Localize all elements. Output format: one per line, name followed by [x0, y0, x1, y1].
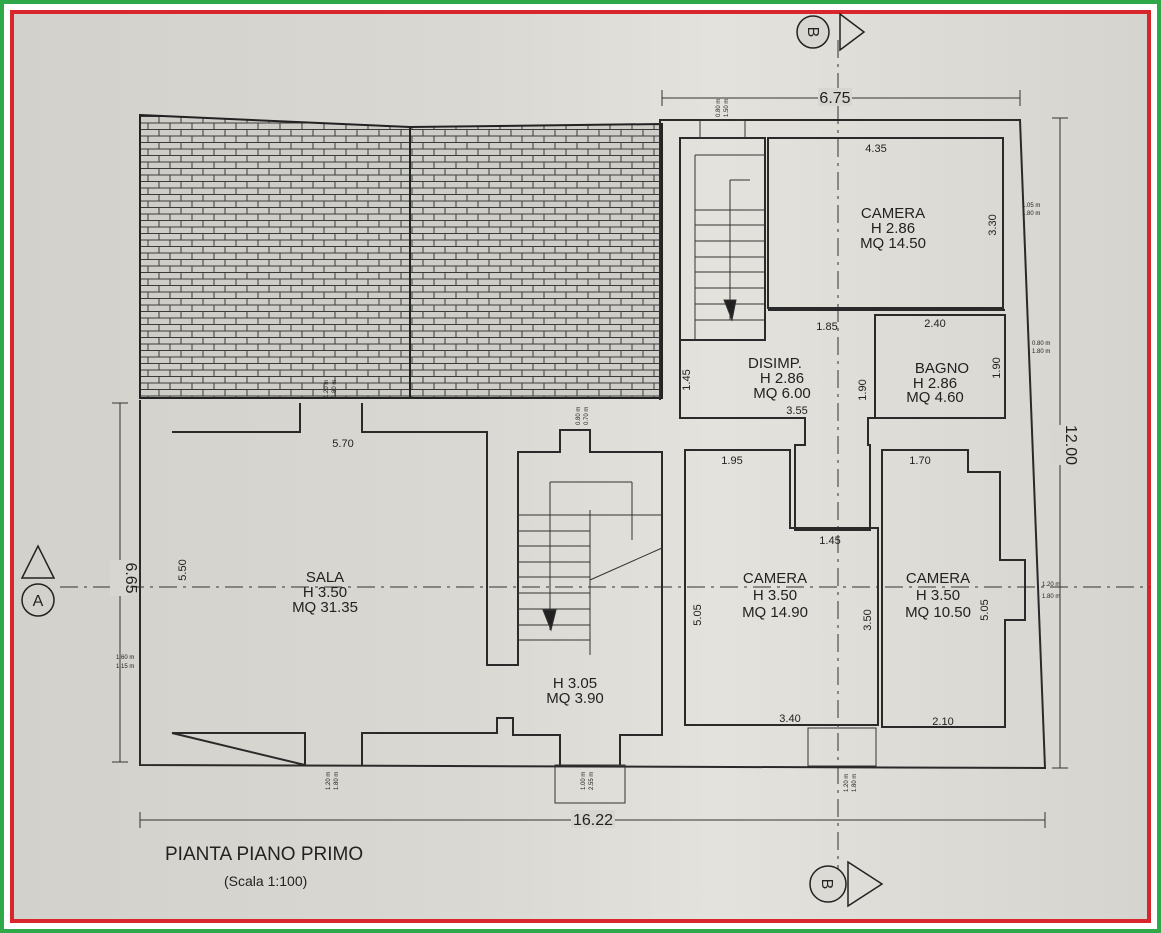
- svg-text:1.80 m: 1.80 m: [852, 774, 858, 792]
- dim-width-2: 3.40: [779, 713, 800, 725]
- room-height: H 2.86: [871, 220, 915, 237]
- room-area: MQ 14.50: [860, 235, 926, 252]
- dim-overall-left: 6.65: [122, 562, 139, 593]
- plan-scale: (Scala 1:100): [224, 873, 307, 889]
- dim-depth: 5.05: [692, 604, 704, 625]
- section-marker-b-bottom: B: [809, 860, 884, 908]
- svg-text:B: B: [818, 879, 835, 890]
- room-area: MQ 31.35: [292, 599, 358, 616]
- room-camera-left: CAMERA H 3.50 MQ 14.90 1.95 3.40 5.05 1.…: [692, 455, 841, 725]
- wall-camera-right: [881, 449, 1026, 728]
- dim-width: 4.35: [865, 143, 886, 155]
- stair-top: [694, 154, 765, 340]
- dim-depth: 5.50: [177, 559, 189, 580]
- dim-overall-right: 12.00: [1062, 425, 1079, 465]
- dim-overall-top: 6.75: [819, 90, 850, 107]
- room-height: H 3.50: [303, 584, 347, 601]
- dim-depth: 1.45: [681, 369, 693, 390]
- wall-disimp: [679, 309, 1006, 531]
- room-name: CAMERA: [861, 205, 925, 222]
- room-height: H 2.86: [760, 370, 804, 387]
- window-labels: 0.80 m 1.50 m 1.05 m 1.80 m 0.80 m 1.80 …: [116, 99, 1060, 792]
- section-marker-b-top: B: [796, 12, 866, 52]
- dim-width: 5.70: [332, 438, 353, 450]
- dim-width: 1.70: [909, 455, 930, 467]
- svg-text:1.80 m: 1.80 m: [1032, 349, 1050, 355]
- dim-depth-2: 3.50: [862, 609, 874, 630]
- dim-depth-2: 1.90: [991, 357, 1003, 378]
- room-name: BAGNO: [915, 360, 969, 377]
- svg-text:1.20 m: 1.20 m: [326, 772, 332, 790]
- dim-corridor: 1.45: [819, 535, 840, 547]
- wall-stair-top: [679, 137, 766, 341]
- svg-text:0.70 m: 0.70 m: [584, 407, 590, 425]
- room-area: MQ 14.90: [742, 604, 808, 621]
- room-name: SALA: [306, 569, 344, 586]
- room-disimp: DISIMP. H 2.86 MQ 6.00 1.85 3.55 1.45: [681, 321, 838, 417]
- room-sala: SALA H 3.50 MQ 31.35 5.70 5.50: [177, 438, 358, 616]
- dim-depth: 3.30: [987, 214, 999, 235]
- dim-overall-bottom: 16.22: [573, 812, 613, 829]
- svg-text:A: A: [33, 593, 44, 610]
- section-marker-a: A: [20, 544, 56, 617]
- dim-depth: 5.05: [979, 599, 991, 620]
- svg-text:1.05 m: 1.05 m: [1022, 203, 1040, 209]
- room-area: MQ 4.60: [906, 389, 964, 406]
- svg-text:1.00 m: 1.00 m: [581, 772, 587, 790]
- room-stairwell: H 3.05 MQ 3.90: [546, 675, 604, 707]
- dim-width: 1.85: [816, 321, 837, 333]
- window-bottom-stair-balcony: [554, 764, 626, 804]
- window-bottom-camera: [807, 727, 877, 767]
- svg-text:B: B: [804, 27, 821, 38]
- svg-text:1.20 m: 1.20 m: [1042, 582, 1060, 588]
- room-area: MQ 6.00: [753, 385, 811, 402]
- svg-text:1.60 m: 1.60 m: [116, 655, 134, 661]
- room-camera-top: CAMERA H 2.86 MQ 14.50 4.35 3.30: [860, 143, 999, 252]
- room-height: H 3.50: [916, 587, 960, 604]
- svg-text:2.55 m: 2.55 m: [589, 772, 595, 790]
- svg-text:1.80 m: 1.80 m: [1042, 594, 1060, 600]
- window-top-stair: [699, 119, 746, 139]
- svg-text:1.15 m: 1.15 m: [116, 664, 134, 670]
- room-bagno: BAGNO H 2.86 MQ 4.60 2.40 1.90 1.90: [857, 318, 1003, 406]
- room-name: DISIMP.: [748, 355, 802, 372]
- plan-title: PIANTA PIANO PRIMO: [165, 844, 363, 865]
- dim-width: 1.95: [721, 455, 742, 467]
- sala-walls: [171, 403, 663, 767]
- svg-text:1.80 m: 1.80 m: [334, 772, 340, 790]
- svg-text:1.80 m: 1.80 m: [1022, 211, 1040, 217]
- dim-width-2: 3.55: [786, 405, 807, 417]
- svg-text:0.80 m: 0.80 m: [1032, 341, 1050, 347]
- svg-text:1.20 m: 1.20 m: [844, 774, 850, 792]
- dim-width: 2.40: [924, 318, 945, 330]
- room-height: H 3.50: [753, 587, 797, 604]
- roof-tiles: [139, 113, 663, 399]
- wall-camera-left: [684, 449, 879, 726]
- room-area: MQ 10.50: [905, 604, 971, 621]
- room-height: H 3.05: [553, 675, 597, 692]
- svg-text:1.20 m: 1.20 m: [324, 380, 330, 398]
- wall-camera-top: [767, 137, 1004, 309]
- svg-text:1.50 m: 1.50 m: [724, 99, 730, 117]
- room-area: MQ 3.90: [546, 690, 604, 707]
- svg-text:1.80 m: 1.80 m: [332, 380, 338, 398]
- svg-text:0.80 m: 0.80 m: [716, 99, 722, 117]
- room-height: H 2.86: [913, 375, 957, 392]
- dim-width-2: 2.10: [932, 716, 953, 728]
- svg-text:0.80 m: 0.80 m: [576, 407, 582, 425]
- dim-depth: 1.90: [857, 379, 869, 400]
- room-name: CAMERA: [743, 570, 807, 587]
- room-name: CAMERA: [906, 570, 970, 587]
- stair-center: [518, 481, 663, 655]
- outer-wall: [139, 119, 1047, 770]
- room-camera-right: CAMERA H 3.50 MQ 10.50 1.70 2.10 5.05 3.…: [862, 455, 991, 728]
